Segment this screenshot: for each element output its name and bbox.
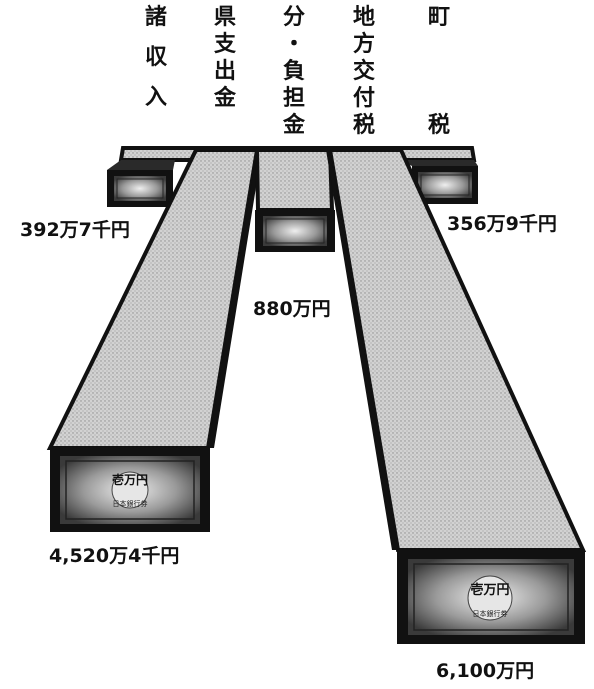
label-char: 諸 [144,5,167,30]
banknote-text-left: 壱万円 [112,472,148,487]
label-char: 交 [352,59,375,84]
label-chihokofu: 地方交付税 [347,4,381,139]
amount-kenshishutsu: 4,520万4千円 [49,545,180,567]
label-char: 金 [213,86,236,111]
banknote-serial-right: 日本銀行券 [473,609,508,618]
label-char: 地 [352,5,375,30]
leg-chihokofu [326,148,587,552]
label-shoshunyu: 諸収入 [139,4,173,124]
label-char: ・ [282,32,305,57]
amount-bunfutankin: 880万円 [253,298,331,320]
banknote-serial-left: 日本銀行券 [113,499,148,508]
amount-choze: 356万9千円 [447,213,557,235]
banknote-text-right: 壱万円 [470,582,509,598]
label-char: 付 [352,86,375,111]
label-char: 負 [282,59,305,84]
label-char: 町 [427,5,450,30]
leg-bunfutankin [254,148,335,252]
label-char: 支 [213,32,236,57]
block-shoshunyu [107,160,175,207]
amount-shoshunyu: 392万7千円 [20,219,130,241]
label-char: 税 [427,113,450,138]
label-char: 担 [282,86,305,111]
label-char: 入 [144,85,167,110]
block-kenshishutsu [50,448,210,532]
label-bunfutankin: 分・負担金 [277,4,311,139]
label-char: 出 [213,59,236,84]
label-char: 分 [282,5,305,30]
label-char: 県 [213,5,236,30]
label-choze: 町税 [422,4,456,139]
label-char: 方 [352,32,375,57]
block-chihokofu [397,550,585,644]
label-char: 税 [352,113,375,138]
label-kenshishutsu: 県支出金 [208,4,242,112]
label-char: 金 [282,113,305,138]
amount-chihokofu: 6,100万円 [436,660,535,682]
label-char: 収 [144,45,167,70]
